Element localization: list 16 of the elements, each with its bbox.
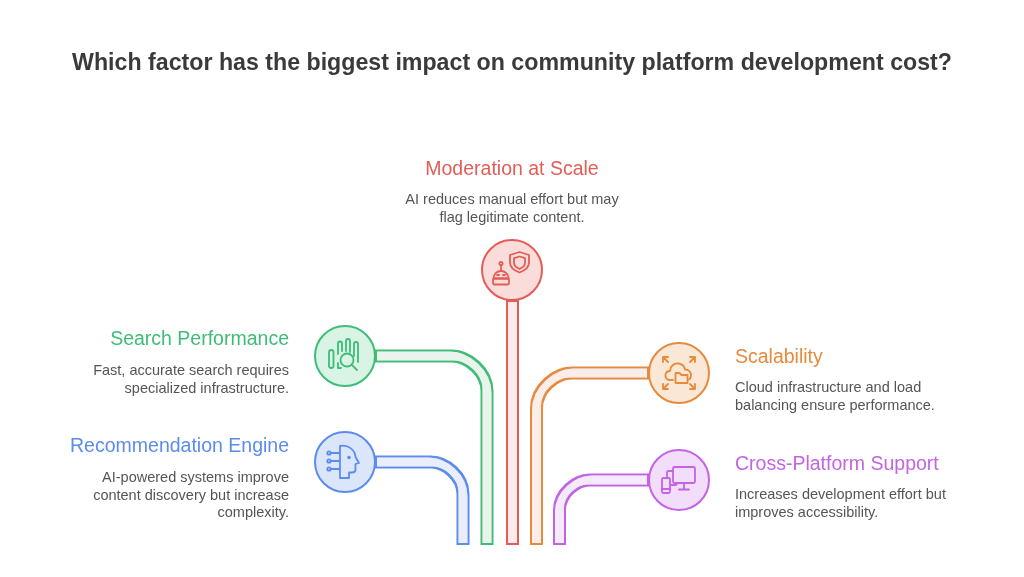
factor-heading: Search Performance (110, 326, 289, 350)
factor-heading: Moderation at Scale (425, 156, 599, 180)
connector-pipe (506, 300, 519, 545)
factor-description: Fast, accurate search requires specialized infrastructure. (92, 362, 289, 397)
factor-description: Cloud infrastructure and load balancing ensure performance. (735, 379, 936, 414)
diagram-title: Which factor has the biggest impact on community platform development cost? (72, 48, 952, 76)
factor-heading: Recommendation Engine (70, 433, 289, 457)
factor-description: AI reduces manual effort but may flag legitimate content. (404, 191, 620, 226)
connector-pipe (375, 455, 470, 545)
factor-heading: Cross-Platform Support (735, 451, 939, 475)
connector-pipe (530, 366, 649, 545)
connector-pipe (375, 349, 494, 545)
factor-heading: Scalability (735, 344, 823, 368)
factor-description: Increases development effort but improves accessibility. (735, 486, 947, 521)
connector-pipe (553, 473, 649, 545)
factor-description: AI-powered systems improve content discovery but increase complexity. (92, 469, 289, 522)
